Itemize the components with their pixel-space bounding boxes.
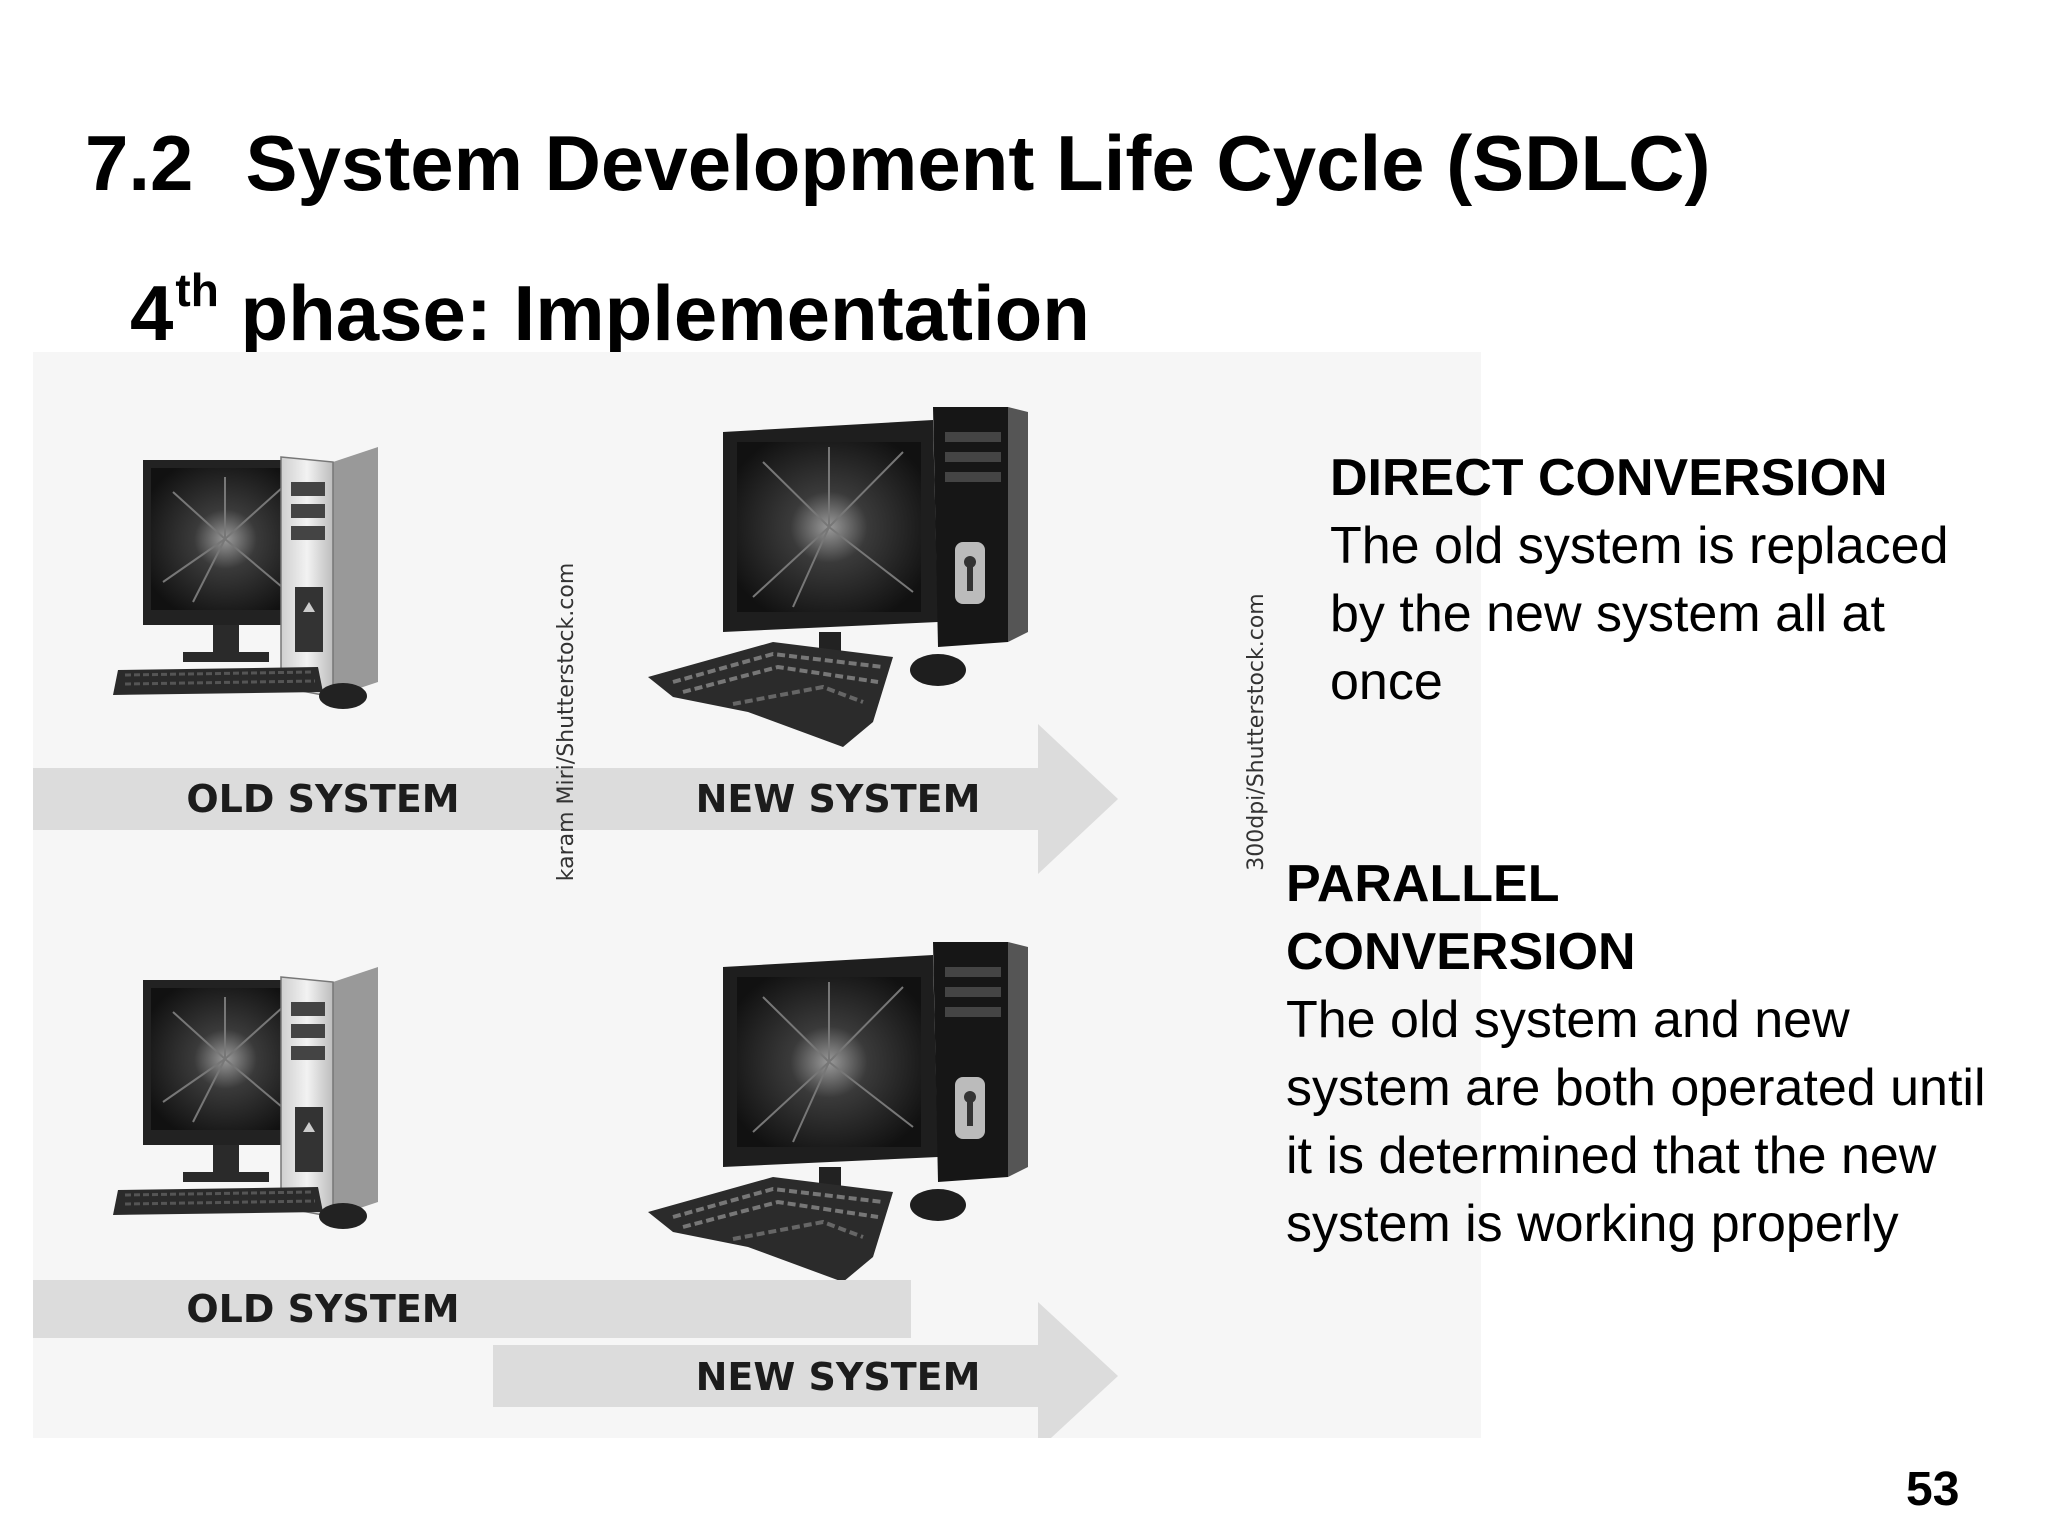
direct-new-system-label: NEW SYSTEM xyxy=(696,777,981,821)
old-computer-illustration xyxy=(111,445,380,711)
parallel-new-arrow xyxy=(493,1302,1118,1438)
parallel-conversion-caption: PARALLEL CONVERSION The old system and n… xyxy=(1286,850,2006,1258)
parallel-new-system-label: NEW SYSTEM xyxy=(696,1355,981,1399)
conversion-illustration-panel: OLD SYSTEM NEW SYSTEM OLD SYSTEM NEW SYS… xyxy=(33,352,1481,1438)
parallel-old-computer-illustration xyxy=(111,965,380,1231)
credit-left: karam Miri/Shutterstock.com xyxy=(554,563,579,882)
phase-superscript: th xyxy=(175,264,219,316)
conversion-diagram: OLD SYSTEM NEW SYSTEM OLD SYSTEM NEW SYS… xyxy=(33,405,1269,1438)
slide-title: 7.2 System Development Life Cycle (SDLC) xyxy=(85,118,1711,209)
parallel-new-computer-illustration xyxy=(646,940,1030,1284)
new-computer-illustration xyxy=(646,405,1030,749)
direct-conversion-heading: DIRECT CONVERSION xyxy=(1330,449,1888,507)
parallel-old-arrow xyxy=(33,1280,911,1338)
parallel-conversion-heading-line1: PARALLEL xyxy=(1286,855,1560,913)
direct-conversion-caption: DIRECT CONVERSION The old system is repl… xyxy=(1330,444,1970,716)
page-number: 53 xyxy=(1906,1463,1960,1516)
parallel-conversion-description: The old system and new system are both o… xyxy=(1286,991,1986,1253)
phase-text: phase: Implementation xyxy=(240,269,1090,357)
direct-conversion-description: The old system is replaced by the new sy… xyxy=(1330,517,1949,711)
direct-old-system-label: OLD SYSTEM xyxy=(186,777,459,821)
direct-arrow xyxy=(33,724,1118,874)
parallel-old-system-label: OLD SYSTEM xyxy=(186,1287,459,1331)
parallel-conversion-heading-line2: CONVERSION xyxy=(1286,923,1636,981)
phase-number: 4 xyxy=(130,269,174,357)
credit-right: 300dpi/Shutterstock.com xyxy=(1244,593,1269,871)
title-number: 7.2 xyxy=(85,119,194,207)
phase-heading: 4th phase: Implementation xyxy=(130,264,1090,359)
title-text: System Development Life Cycle (SDLC) xyxy=(245,119,1711,207)
